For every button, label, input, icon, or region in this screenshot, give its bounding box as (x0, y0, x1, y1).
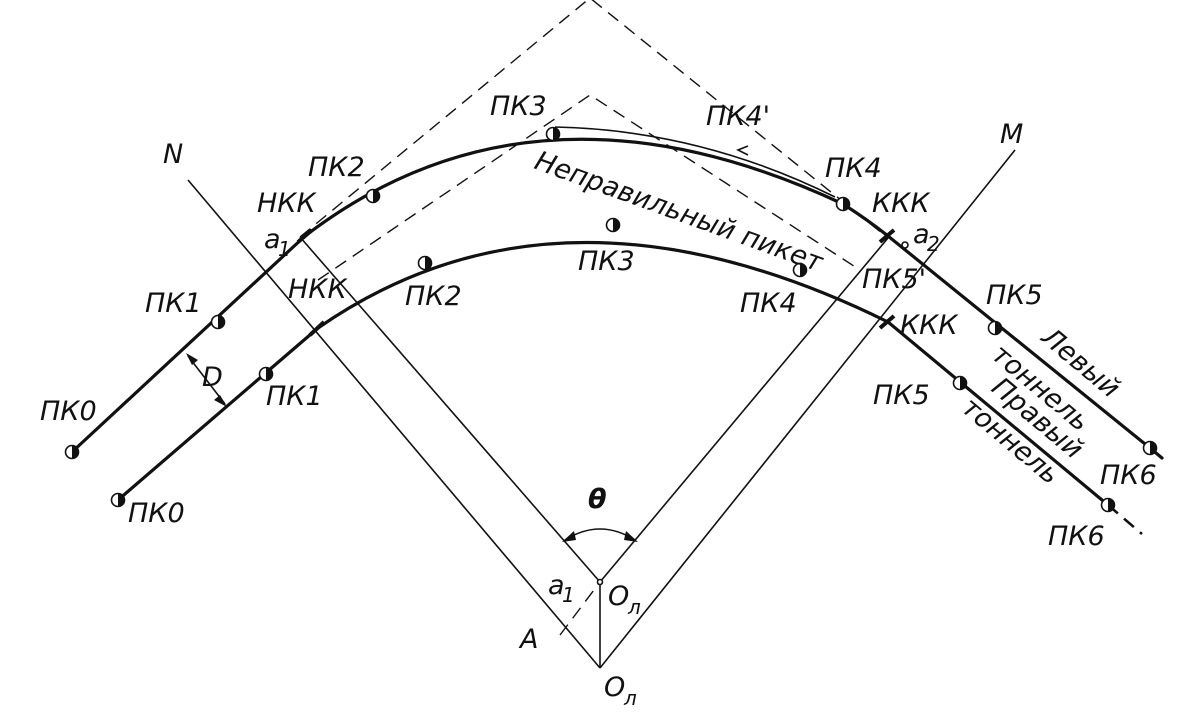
label-a1-lower: a (548, 570, 565, 601)
marker-right-pk1-fill (266, 367, 273, 381)
label-left-pk1: ПК1 (145, 288, 202, 319)
point-a2 (901, 241, 909, 249)
label-left-pk0: ПК0 (40, 396, 97, 427)
label-right-pk0: ПК0 (128, 498, 185, 529)
right-tunnel-curve (316, 240, 890, 330)
tick-kkk-right (878, 314, 896, 330)
left-tunnel-straight-end (886, 234, 1152, 450)
marker-right-pk2-fill (425, 256, 432, 270)
label-left-pk5-prime: ПК5' (862, 264, 926, 295)
theta-arrow-right (624, 531, 638, 542)
marker-right-pk5-fill (960, 376, 967, 390)
label-left-nkk: НКК (257, 188, 317, 219)
label-a1-upper: a (264, 224, 281, 255)
marker-right-pk6-fill (1108, 498, 1115, 512)
label-N: N (163, 139, 183, 170)
marker-left-pk5-fill (995, 321, 1002, 335)
tick-nkk-right (308, 320, 326, 337)
marker-right-pk0-fill (118, 493, 125, 507)
line-N-to-A (187, 179, 601, 669)
label-right-pk4: ПК4 (740, 288, 797, 319)
label-O-upper: O (608, 581, 629, 612)
marker-right-pk4-fill (800, 263, 807, 277)
tangent-inner-dashed (317, 94, 861, 281)
wrong-picket-arrowhead (736, 145, 749, 156)
marker-left-pk0-fill (72, 445, 79, 459)
tick-nkk-left (296, 228, 314, 244)
label-a2-sub: 2 (927, 232, 940, 256)
left-picket-markers (64, 126, 1158, 460)
radius-KKK-left (599, 237, 889, 583)
label-a1-lower-sub: 1 (562, 583, 575, 607)
label-right-pk1: ПК1 (266, 381, 323, 412)
label-right-kkk: ККК (900, 310, 959, 341)
tick-kkk-left (878, 228, 896, 244)
label-left-pk5: ПК5 (986, 280, 1043, 311)
right-tunnel-straight-end (886, 320, 1110, 507)
label-left-pk4: ПК4 (825, 153, 882, 184)
marker-left-pk6-fill (1150, 441, 1157, 455)
right-picket-markers (110, 217, 1116, 513)
marker-left-pk1-fill (218, 315, 225, 329)
label-wrong-picket: Неправильный пикет (531, 145, 828, 278)
label-D: D (202, 362, 223, 393)
label-right-nkk: НКК (288, 274, 348, 305)
label-O-lower: O (604, 672, 625, 703)
marker-left-pk3-fill (553, 127, 560, 141)
label-right-pk5: ПК5 (873, 380, 930, 411)
left-tunnel-straight-start (70, 234, 307, 454)
label-right-pk2: ПК2 (405, 281, 462, 312)
tangent-outer-dashed (299, 0, 889, 239)
right-tunnel-straight-start (116, 326, 320, 502)
marker-left-pk4-fill (843, 197, 850, 211)
d-arrow-head-bottom (214, 395, 227, 407)
label-left-pk2: ПК2 (308, 152, 365, 183)
label-left-kkk: ККК (872, 188, 931, 219)
label-right-pk3: ПК3 (578, 246, 635, 277)
line-A-to-M (599, 149, 1016, 669)
marker-left-pk2-fill (373, 189, 380, 203)
centre-point-upper (596, 578, 604, 586)
wrong-picket-parallel-line (554, 126, 836, 198)
label-M: M (1000, 119, 1023, 150)
label-O-upper-sub: л (627, 595, 641, 619)
label-right-pk6: ПК6 (1048, 521, 1105, 552)
label-left-pk6: ПК6 (1100, 460, 1157, 491)
a1-dashed-link (559, 581, 601, 636)
marker-right-pk3-fill (613, 218, 620, 232)
radius-NKK-left (299, 236, 601, 583)
label-left-pk3: ПК3 (490, 91, 547, 122)
d-arrow-head-top (186, 353, 198, 365)
label-a1-upper-sub: 1 (278, 237, 291, 261)
label-left-pk4-prime: ПК4' (706, 101, 770, 132)
theta-arrow-left (562, 531, 576, 542)
right-tunnel-tail-dashed (1107, 504, 1143, 535)
label-A: A (518, 624, 538, 655)
label-O-lower-sub: л (623, 686, 637, 710)
label-theta: θ (588, 484, 607, 515)
label-a2: a (913, 219, 930, 250)
